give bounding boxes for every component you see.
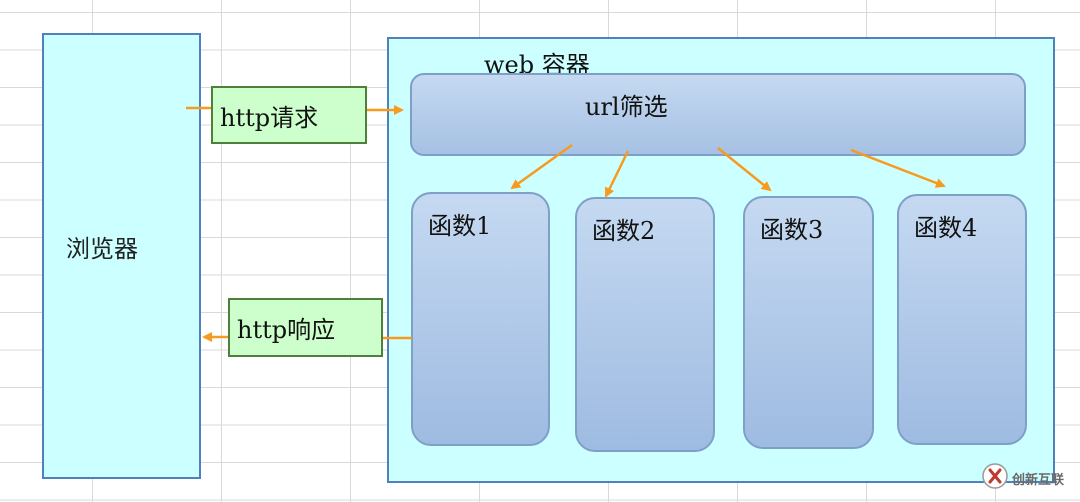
url-filter-label: url筛选 [585, 93, 668, 121]
function-node-4: 函数4 [897, 194, 1027, 445]
browser-label: 浏览器 [66, 235, 138, 263]
watermark: 创新互联 [982, 462, 1064, 494]
http-request-label: http请求 [220, 103, 319, 132]
http-request-box: http请求 [211, 86, 367, 144]
arrow-filter-to-function-1 [510, 143, 573, 190]
url-filter-node: url筛选 [410, 73, 1026, 156]
arrow-filter-to-function-2 [604, 150, 630, 198]
function-label-1: 函数1 [428, 212, 492, 240]
function-label-4: 函数4 [914, 214, 978, 242]
http-response-label: http响应 [237, 316, 336, 344]
watermark-text: 创新互联 [1012, 472, 1065, 488]
function-node-1: 函数1 [411, 192, 550, 446]
function-label-2: 函数2 [592, 217, 656, 245]
arrow-filter-to-function-3 [717, 147, 772, 192]
arrow-filter-to-function-4 [850, 148, 946, 188]
browser-box: 浏览器 [42, 33, 201, 479]
http-response-box: http响应 [228, 298, 383, 357]
function-node-3: 函数3 [743, 196, 874, 449]
function-node-2: 函数2 [575, 197, 715, 452]
function-label-3: 函数3 [760, 216, 824, 244]
x-logo-icon [982, 463, 1008, 493]
